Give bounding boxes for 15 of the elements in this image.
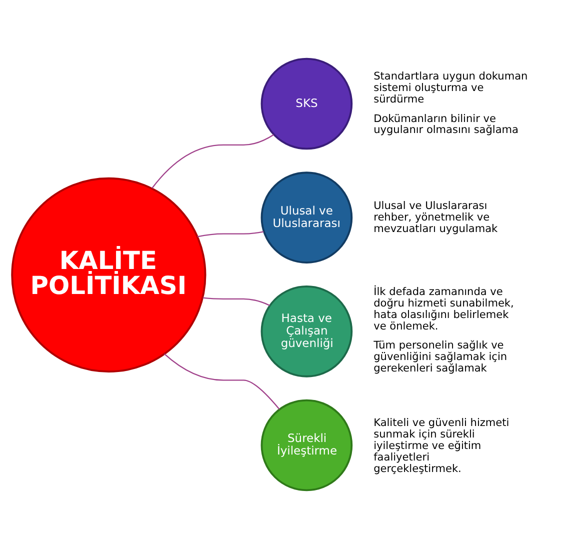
node-circle: Sürekli İyileştirme: [260, 398, 353, 491]
connector: [197, 230, 264, 237]
node-label: Tüm personelin sağlık ve güvenliğini sağlamak için gerekenleri sağlamak: [374, 338, 508, 374]
node-circle: SKS: [260, 57, 353, 150]
connector: [152, 134, 274, 188]
node-label: Dokümanların bilinir ve uygulanır olmasını sağlama: [374, 112, 518, 136]
node-circle: KALİTE POLİTİKASI: [11, 176, 206, 372]
connector: [202, 296, 270, 306]
node-circle: Hasta ve Çalışan güvenliği: [260, 285, 353, 377]
node-label: Ulusal ve Uluslararası rehber, yönetmelik ve mevzuatları uygulamak: [374, 199, 498, 234]
connector: [164, 352, 280, 410]
node-circle: Ulusal ve Uluslararası: [260, 171, 353, 263]
node-label: Standartlara uygun dokuman sistemi oluşturma ve sürdürme: [374, 70, 528, 106]
node-label: Kaliteli ve güvenli hizmeti sunmak için sürekli iyileştirme ve eğitim faaliyetleri gerçekleştirmek.: [374, 416, 510, 474]
node-label: İlk defada zamanında ve doğru hizmeti sunabilmek, hata olasılığını belirlemek ve önlemek.: [374, 285, 514, 332]
